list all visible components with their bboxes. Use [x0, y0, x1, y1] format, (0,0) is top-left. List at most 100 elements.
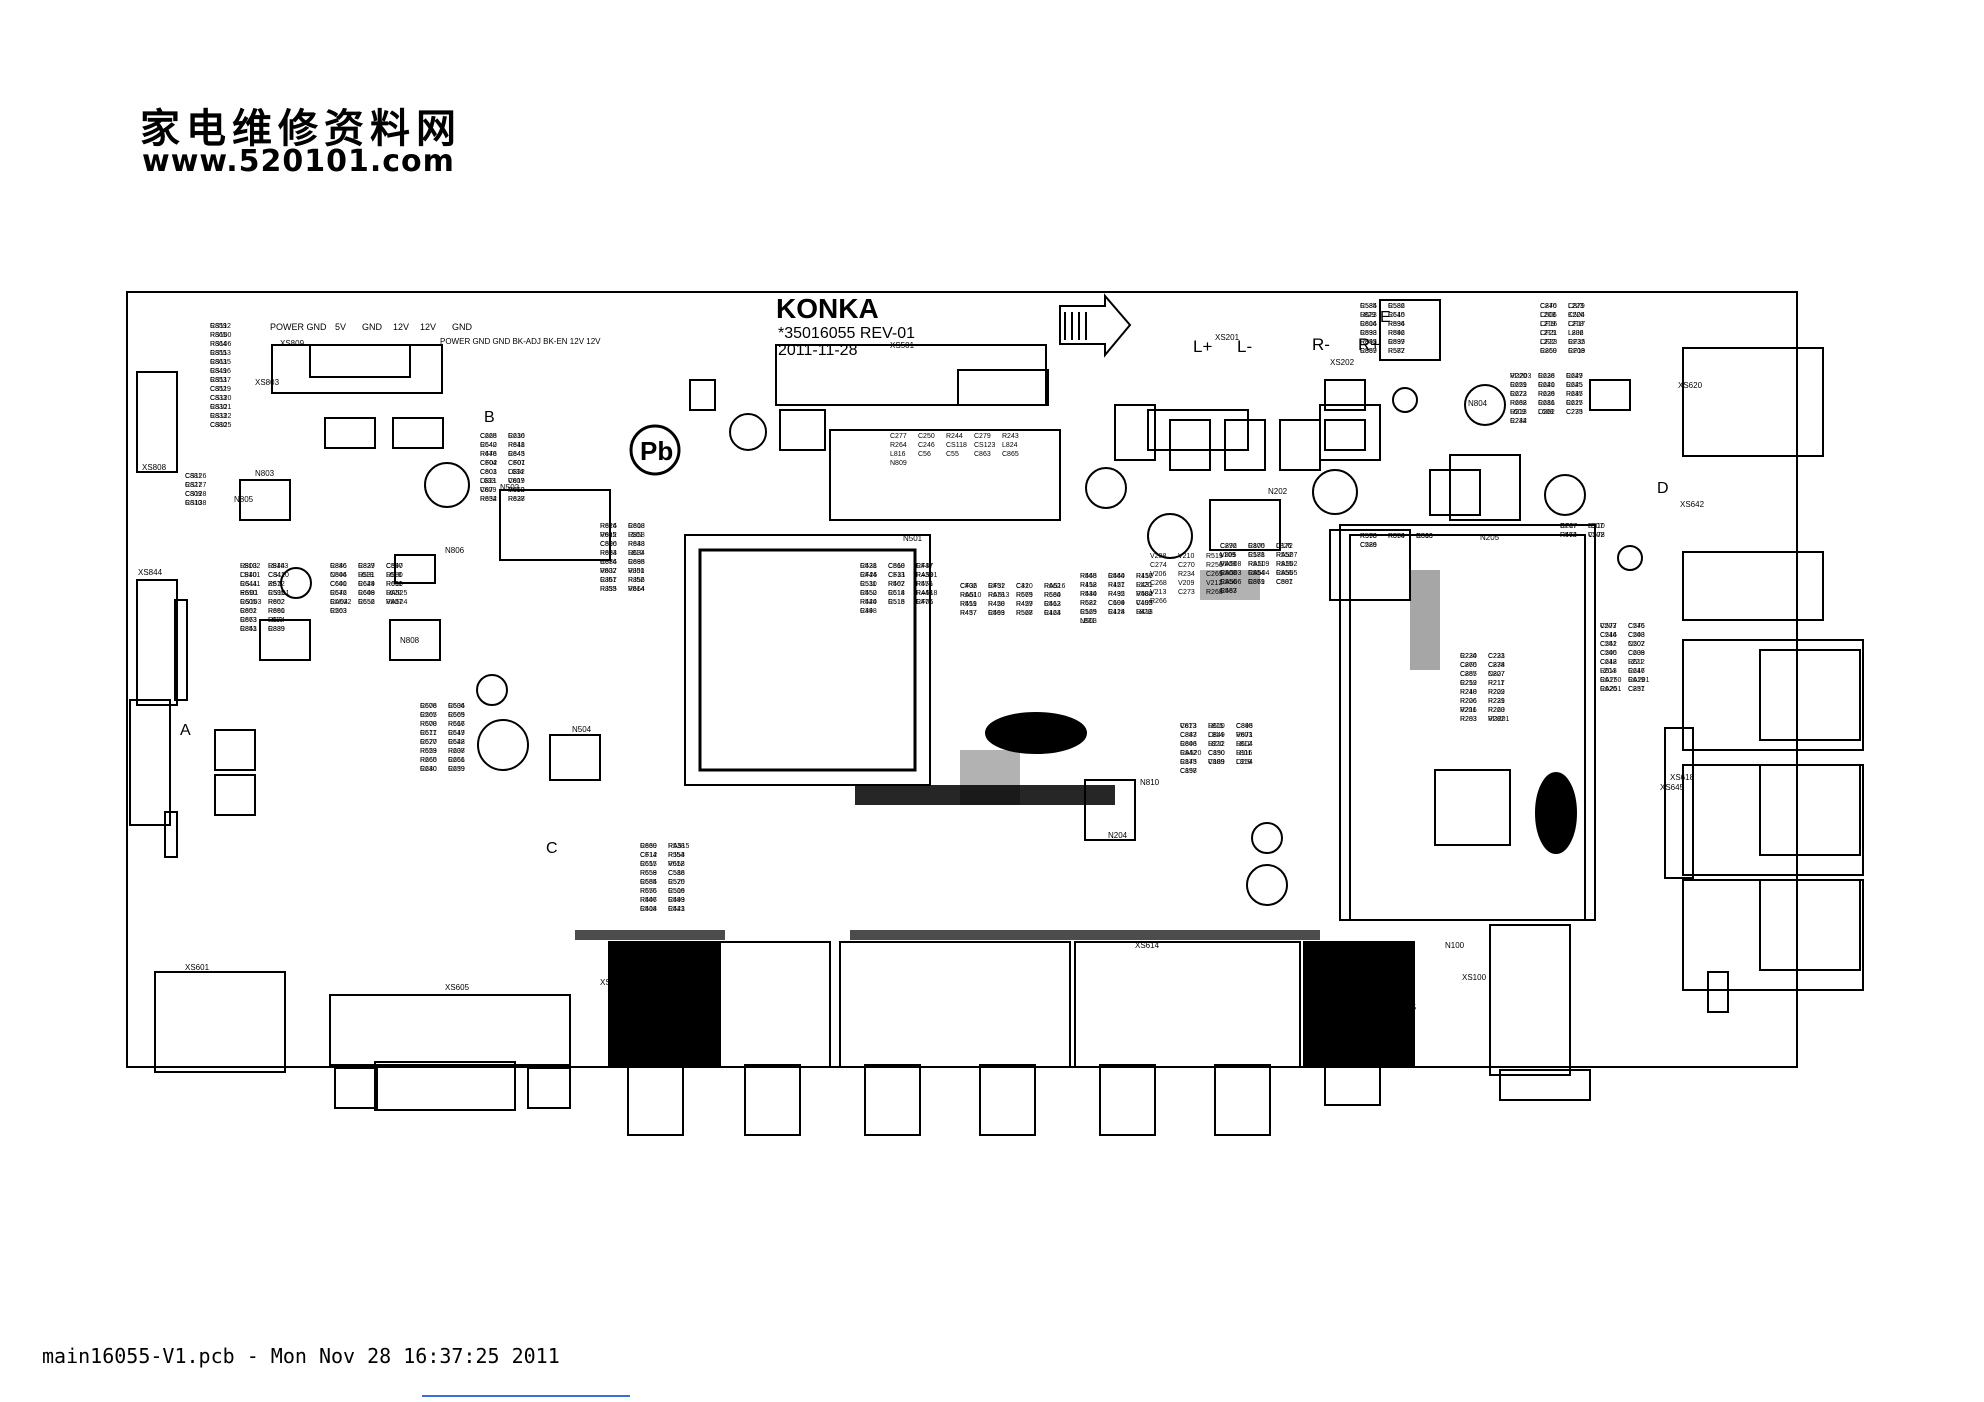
- component-ref-label: C600: [330, 581, 347, 588]
- component-ref-label: C853: [240, 626, 257, 633]
- component-ref-label: R467: [1220, 588, 1237, 595]
- component-ref-label: R609: [358, 590, 375, 597]
- component-ref-label: CF27: [1560, 523, 1577, 530]
- component-ref-label: CF17: [1568, 321, 1585, 328]
- board-date-label: 2011-11-28: [778, 342, 858, 359]
- component-ref-label: C227: [1488, 671, 1505, 678]
- component-ref-label: R671: [420, 730, 437, 737]
- component-ref-label: R434: [1080, 591, 1097, 598]
- component-ref-label: V209: [1178, 580, 1194, 587]
- component-ref-label: R660: [420, 757, 437, 764]
- component-ref-label: C849: [1208, 732, 1225, 739]
- component-ref-label: N804: [330, 572, 347, 579]
- connector-label: XS844: [138, 568, 163, 577]
- component-ref-label: R236: [508, 433, 525, 440]
- speaker-terminal-label: R-: [1312, 335, 1330, 354]
- component-ref-label: R265: [420, 757, 437, 764]
- component-ref-label: V605: [600, 532, 616, 539]
- component-ref-label: RS106: [210, 341, 232, 348]
- component-ref-label: R281: [1538, 400, 1555, 407]
- component-ref-label: R216: [1460, 707, 1477, 714]
- component-ref-label: R446: [640, 897, 657, 904]
- component-ref-label: C273: [1178, 589, 1195, 596]
- component-ref-label: R445: [1080, 573, 1097, 580]
- component-ref-label: C610: [508, 433, 525, 440]
- component-ref-label: R667: [448, 721, 465, 728]
- component-ref-label: C240: [1600, 650, 1617, 657]
- component-ref-label: C584: [1360, 303, 1377, 310]
- component-ref-label: C622: [1510, 391, 1527, 398]
- component-ref-label: C275: [1566, 409, 1583, 416]
- component-ref-label: C867: [600, 577, 617, 584]
- component-ref-label: C880: [210, 422, 227, 429]
- component-ref-label: C847: [1180, 732, 1197, 739]
- component-ref-label: R559: [640, 870, 657, 877]
- connector-label: XS803: [255, 378, 280, 387]
- component-ref-label: C551: [1600, 641, 1617, 648]
- component-ref-label: C586: [668, 870, 685, 877]
- component-ref-label: R421: [1108, 582, 1125, 589]
- component-ref-label: CS112: [210, 323, 231, 330]
- component-ref-label: RA501: [916, 572, 938, 579]
- connector-label: XS100: [1462, 973, 1487, 982]
- component-ref-label: R439: [916, 572, 933, 579]
- component-ref-label: C189: [1208, 759, 1225, 766]
- component-ref-label: R662: [1044, 583, 1061, 590]
- component-ref-label: C246: [1540, 303, 1557, 310]
- component-ref-label: R495: [1108, 591, 1125, 598]
- component-ref-label: C250: [918, 433, 935, 440]
- component-ref-label: R643: [508, 451, 525, 458]
- component-ref-label: C819: [508, 478, 525, 485]
- component-ref-label: C540: [1388, 312, 1405, 319]
- component-ref-label: C601: [480, 469, 497, 476]
- component-ref-label: C408: [640, 906, 657, 913]
- component-ref-label: C194: [1108, 600, 1125, 607]
- component-ref-label: V403: [1136, 600, 1152, 607]
- component-ref-label: R412: [1080, 582, 1097, 589]
- component-ref-label: R818: [508, 442, 525, 449]
- component-ref-label: C845: [508, 451, 525, 458]
- component-ref-label: R615: [1388, 312, 1405, 319]
- component-ref-label: CS116: [210, 368, 231, 375]
- component-ref-label: R836: [1388, 321, 1405, 328]
- component-ref-label: R834: [600, 550, 617, 557]
- component-ref-label: L204: [1600, 668, 1616, 675]
- component-ref-label: R665: [448, 712, 465, 719]
- component-ref-label: R225: [1566, 400, 1583, 407]
- component-ref-label: CS123: [974, 442, 996, 449]
- component-ref-label: R838: [508, 496, 525, 503]
- section-letter: E: [1380, 309, 1391, 326]
- component-ref-label: V814: [628, 586, 644, 593]
- component-ref-label: CS127: [185, 482, 207, 489]
- component-ref-label: L820: [1208, 741, 1224, 748]
- component-ref-label: L815: [1208, 723, 1224, 730]
- component-ref-label: ZS1: [268, 581, 281, 588]
- component-ref-label: R268: [1206, 589, 1223, 596]
- component-ref-label: R691: [268, 608, 285, 615]
- component-ref-label: R471: [916, 599, 933, 606]
- component-ref-label: C838: [1360, 330, 1377, 337]
- component-ref-label: C840: [240, 572, 257, 579]
- component-ref-label: R613: [1600, 668, 1617, 675]
- component-ref-label: C270: [1178, 562, 1195, 569]
- component-ref-label: R503: [330, 608, 347, 615]
- chip-label: N504: [572, 725, 592, 734]
- component-ref-label: C879: [1568, 303, 1585, 310]
- component-ref-label: C865: [1002, 451, 1019, 458]
- component-ref-label: C238: [1488, 662, 1505, 669]
- component-ref-label: C546: [330, 572, 347, 579]
- component-ref-label: R837: [358, 563, 375, 570]
- component-ref-label: C841: [268, 572, 285, 579]
- component-ref-label: RS103: [240, 599, 262, 606]
- component-ref-label: R674: [268, 617, 285, 624]
- component-ref-label: R619: [1628, 677, 1645, 684]
- component-ref-label: R571: [916, 581, 933, 588]
- component-ref-label: C646: [330, 590, 347, 597]
- component-ref-label: C809: [185, 491, 202, 498]
- component-ref-label: C881: [185, 473, 202, 480]
- component-ref-label: R222: [1488, 689, 1505, 696]
- chip-label: N808: [400, 636, 420, 645]
- component-ref-label: RA510: [960, 592, 982, 599]
- component-ref-label: R457: [960, 610, 977, 617]
- component-ref-label: C607: [508, 460, 525, 467]
